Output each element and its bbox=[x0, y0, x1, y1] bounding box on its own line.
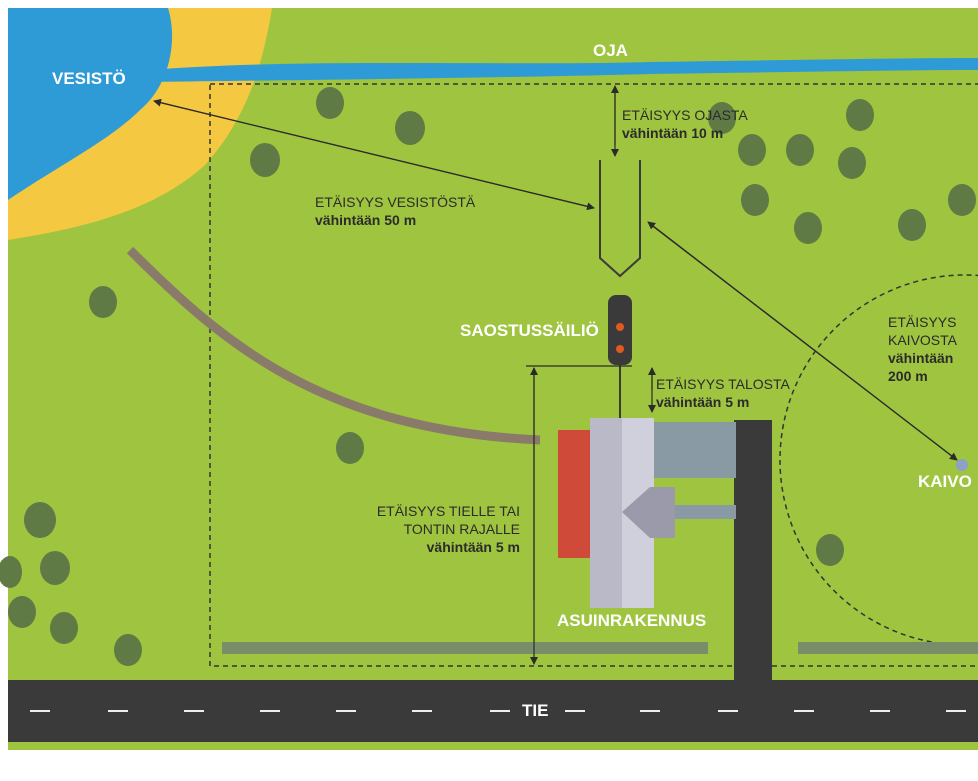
well-distance-label: ETÄISYYS KAIVOSTA vähintään 200 m bbox=[888, 314, 957, 384]
hedge-right bbox=[798, 642, 978, 654]
water-label: VESISTÖ bbox=[52, 69, 126, 88]
house-wall bbox=[558, 430, 596, 558]
lake bbox=[8, 8, 173, 200]
tank-label: SAOSTUSSÄILIÖ bbox=[460, 321, 599, 340]
house-entrance bbox=[622, 487, 675, 538]
road-label: TIE bbox=[522, 701, 549, 720]
ditch bbox=[150, 58, 978, 82]
curved-path bbox=[126, 246, 541, 445]
driveway bbox=[734, 420, 772, 690]
house-wing bbox=[650, 422, 736, 478]
distance-arrows bbox=[153, 85, 958, 665]
plot-boundary bbox=[209, 83, 978, 667]
ditch-label: OJA bbox=[593, 41, 628, 60]
water-distance-label: ETÄISYYS VESISTÖSTÄ vähintään 50 m bbox=[315, 194, 476, 228]
road-distance-label: ETÄISYYS TIELLE TAI TONTIN RAJALLE vähin… bbox=[376, 503, 520, 555]
well-marker bbox=[956, 459, 968, 471]
well-label: KAIVO bbox=[918, 472, 972, 491]
house-distance-label: ETÄISYYS TALOSTA vähintään 5 m bbox=[656, 376, 790, 410]
hedge-left bbox=[222, 642, 708, 654]
ditch-distance-label: ETÄISYYS OJASTA vähintään 10 m bbox=[622, 107, 748, 141]
house-label: ASUINRAKENNUS bbox=[557, 611, 707, 630]
trees bbox=[0, 87, 976, 666]
